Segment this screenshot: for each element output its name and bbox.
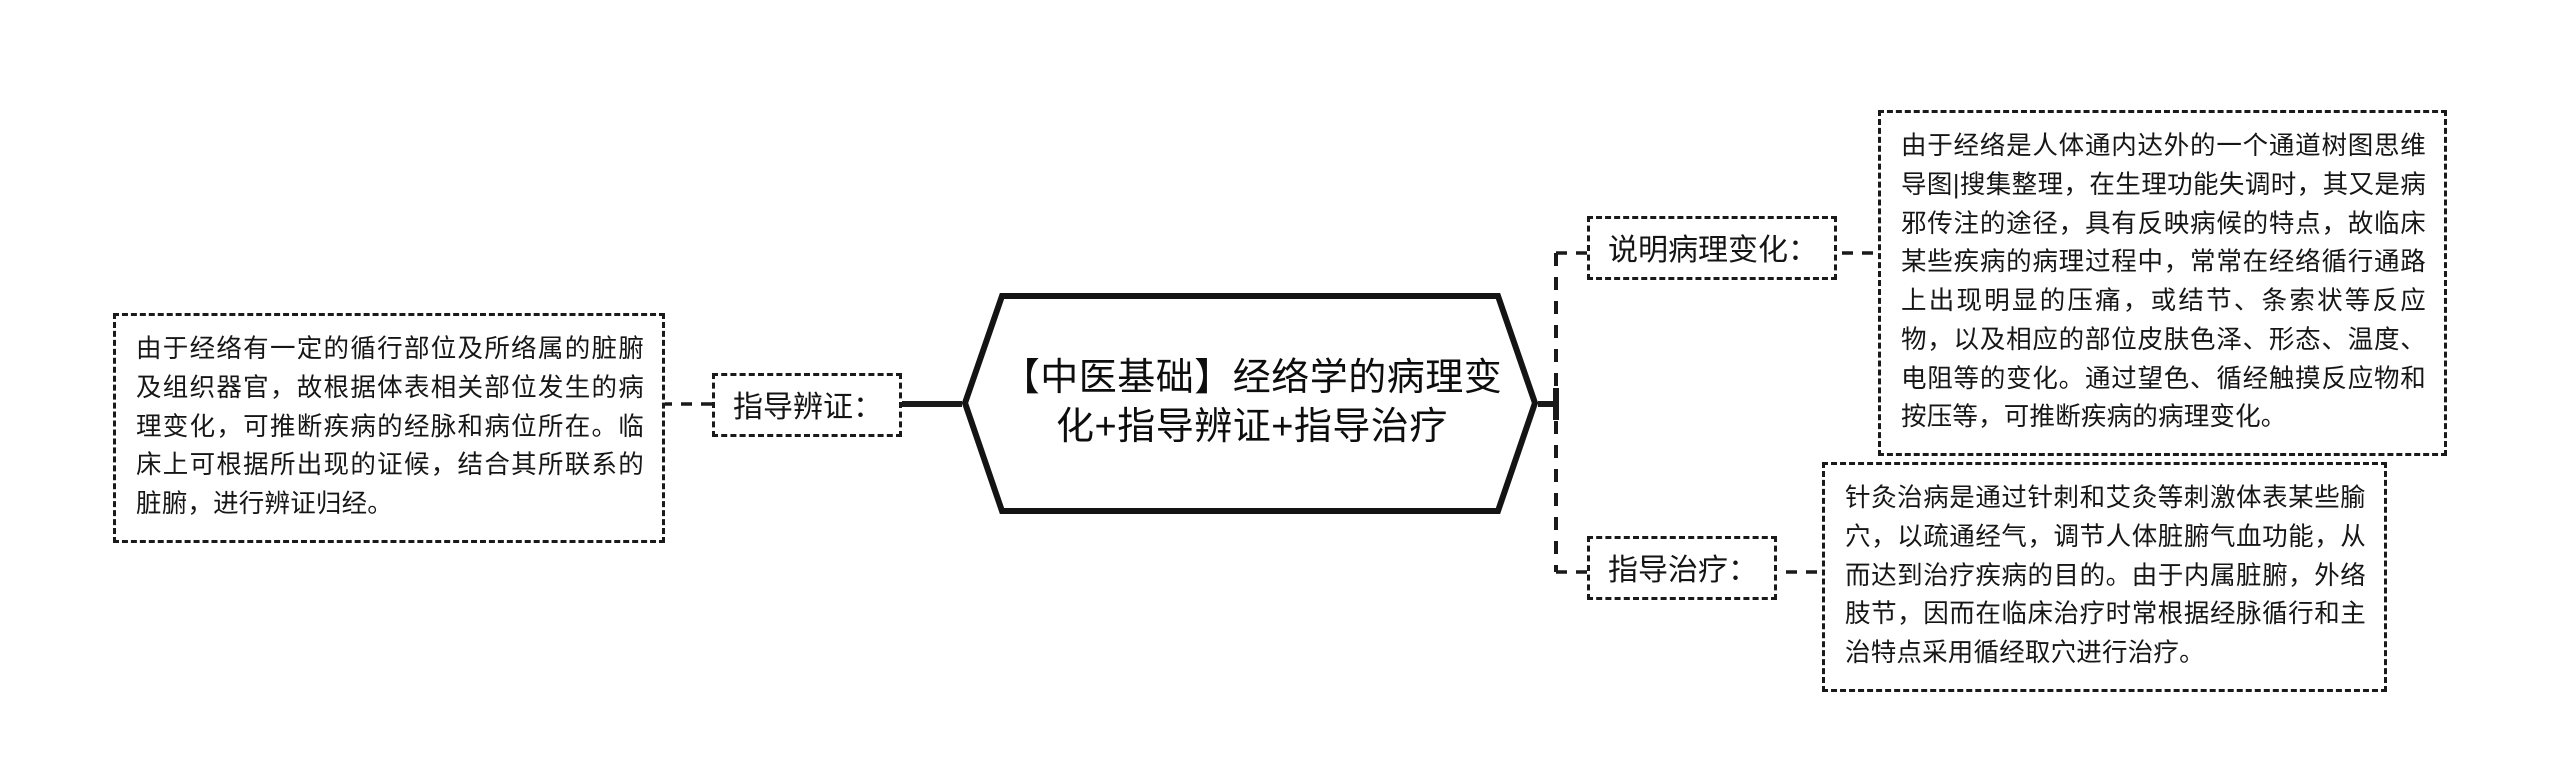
branch-label-text: 说明病理变化：: [1608, 234, 1818, 267]
root-node[interactable]: 【中医基础】经络学的病理变化+指导辨证+指导治疗: [962, 293, 1538, 514]
branch-label-shuoming-bingli-bianhua[interactable]: 说明病理变化：: [1587, 216, 1837, 280]
branch-label-text: 指导治疗：: [1608, 554, 1758, 587]
branch-detail-shuoming-bingli-bianhua[interactable]: 由于经络是人体通内达外的一个通道树图思维导图|搜集整理，在生理功能失调时，其又是…: [1878, 110, 2447, 456]
root-node-title: 【中医基础】经络学的病理变化+指导辨证+指导治疗: [1001, 356, 1503, 448]
branch-label-zhidao-zhiliao[interactable]: 指导治疗：: [1587, 536, 1777, 600]
branch-label-text: 指导辨证：: [733, 391, 883, 424]
branch-detail-zhidao-zhiliao[interactable]: 针灸治病是通过针刺和艾灸等刺激体表某些腧穴，以疏通经气，调节人体脏腑气血功能，从…: [1822, 462, 2387, 692]
branch-detail-zhidao-bianzheng[interactable]: 由于经络有一定的循行部位及所络属的脏腑及组织器官，故根据体表相关部位发生的病理变…: [113, 313, 665, 543]
branch-label-zhidao-bianzheng[interactable]: 指导辨证：: [712, 373, 902, 437]
root-node-hexagon: [962, 293, 1538, 514]
